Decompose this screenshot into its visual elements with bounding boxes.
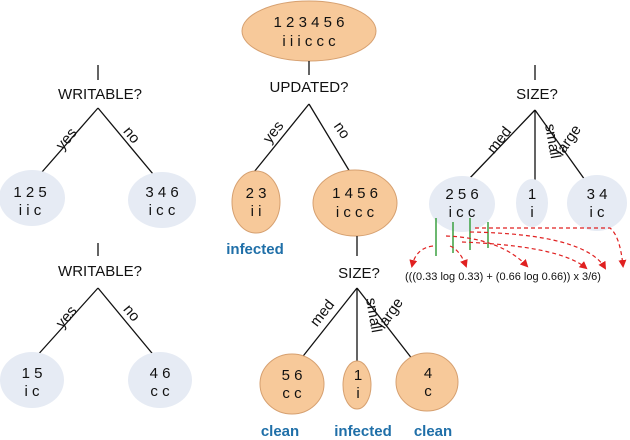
outcome-infected-label: infected [226, 241, 284, 258]
tree-updated: 1 2 3 4 5 6 i i i c c c UPDATED? yes no … [226, 0, 459, 440]
updated-question: UPDATED? [270, 79, 349, 96]
node-small-ids: 1 [528, 186, 536, 203]
node-left [0, 352, 64, 408]
branch-yes-label: yes [53, 125, 81, 154]
node-right [312, 169, 398, 237]
tree-size: SIZE? med small large 2 5 6 i c c 1 i 3 … [405, 65, 627, 283]
outcome-clean-label: clean [414, 423, 452, 440]
large-edge [534, 109, 586, 181]
dashed-arrow [475, 227, 627, 268]
node-large [395, 352, 459, 412]
node-small-labels: i [530, 204, 533, 221]
node-med-labels: c c [282, 385, 302, 402]
node-large-labels: c [424, 383, 432, 400]
node-right-labels: c c [150, 383, 170, 400]
branch-small-label: small [362, 297, 385, 334]
node-left-labels: i i c [19, 202, 42, 219]
writable-question: WRITABLE? [58, 263, 142, 280]
node-small [342, 360, 372, 410]
node-right-labels: i c c c [336, 204, 375, 221]
node-left-labels: i i [251, 203, 262, 220]
med-edge [467, 109, 536, 181]
size-question: SIZE? [516, 86, 558, 103]
yes-edge [34, 287, 99, 359]
branch-no-label: no [120, 301, 144, 325]
node-med-ids: 2 5 6 [445, 186, 478, 203]
branch-med-label: med [484, 123, 515, 156]
dashed-arrow [409, 245, 434, 268]
node-large-ids: 4 [424, 365, 432, 382]
outcome-clean-label: clean [261, 423, 299, 440]
tree-writable-bottom: WRITABLE? yes no 1 5 i c 4 6 c c [0, 243, 192, 408]
yes-edge [34, 107, 99, 181]
writable-question: WRITABLE? [58, 86, 142, 103]
node-med-labels: i c c [449, 204, 476, 221]
branch-no-label: no [120, 123, 144, 147]
branch-yes-label: yes [53, 303, 81, 332]
size-question: SIZE? [338, 265, 380, 282]
branch-yes-label: yes [260, 118, 288, 147]
node-med [429, 176, 495, 232]
branch-med-label: med [307, 296, 338, 329]
node-large-ids: 3 4 [587, 186, 608, 203]
node-left-ids: 1 2 5 [13, 184, 46, 201]
root-node-ids: 1 2 3 4 5 6 [274, 14, 345, 31]
root-node-labels: i i i c c c [282, 33, 336, 50]
node-left [231, 170, 281, 234]
node-right-labels: i c c [149, 202, 176, 219]
branch-small-label: small [541, 123, 564, 160]
no-edge [97, 287, 157, 359]
node-right [128, 172, 196, 228]
node-left-labels: i c [25, 383, 41, 400]
node-small [516, 179, 548, 227]
node-med [259, 353, 325, 415]
tree-writable-top: WRITABLE? yes no 1 2 5 i i c 3 4 6 i c c [0, 65, 196, 228]
med-edge [299, 287, 358, 361]
no-edge [97, 107, 159, 181]
dashed-arrow [461, 241, 588, 270]
node-large [567, 175, 627, 231]
node-med-ids: 5 6 [282, 367, 303, 384]
node-left-ids: 2 3 [246, 185, 267, 202]
node-left-ids: 1 5 [22, 365, 43, 382]
node-large-labels: i c [590, 204, 606, 221]
node-right-ids: 1 4 5 6 [332, 185, 378, 202]
node-left [0, 170, 65, 226]
node-right-ids: 3 4 6 [145, 184, 178, 201]
branch-no-label: no [330, 119, 353, 142]
node-small-labels: i [356, 385, 359, 402]
dashed-arrow [469, 231, 607, 270]
dashed-arrow [449, 245, 468, 268]
node-right-ids: 4 6 [150, 365, 171, 382]
no-edge [308, 103, 351, 173]
dashed-arrow [445, 235, 529, 268]
root-node [241, 0, 377, 62]
node-small-ids: 1 [354, 367, 362, 384]
yes-edge [253, 103, 310, 173]
large-edge [356, 287, 414, 361]
outcome-infected-label: infected [334, 423, 392, 440]
node-right [128, 352, 192, 408]
entropy-formula: (((0.33 log 0.33) + (0.66 log 0.66)) x 3… [405, 271, 601, 283]
